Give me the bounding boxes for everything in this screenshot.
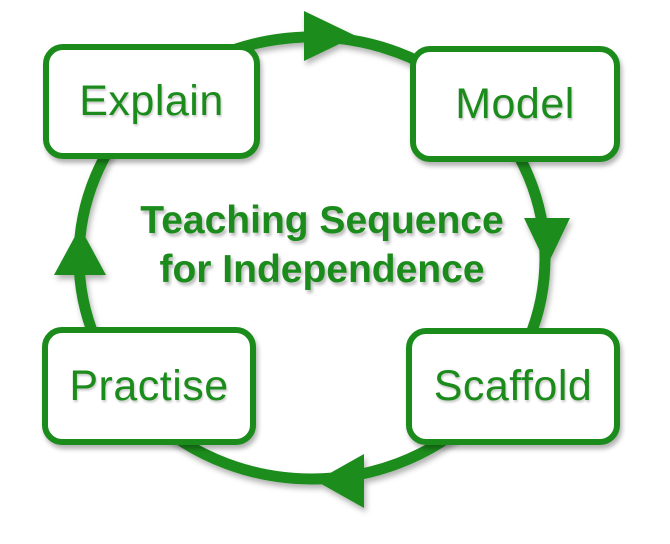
arrow-left-icon xyxy=(316,454,364,508)
node-model-label: Model xyxy=(455,79,575,128)
node-scaffold: Scaffold xyxy=(406,328,620,445)
node-practise-label: Practise xyxy=(69,361,229,410)
node-model: Model xyxy=(410,46,620,162)
arrow-up-icon xyxy=(54,227,106,275)
arrow-right-icon xyxy=(304,11,356,61)
node-explain: Explain xyxy=(43,44,260,159)
node-explain-label: Explain xyxy=(79,77,224,125)
node-scaffold-label: Scaffold xyxy=(433,362,593,410)
node-practise: Practise xyxy=(42,327,256,445)
diagram-title-line2: for Independence xyxy=(159,248,485,291)
diagram-title-line1: Teaching Sequence xyxy=(140,199,504,242)
diagram-title: Teaching Sequence for Independence xyxy=(92,196,552,294)
arrow-down-icon xyxy=(524,218,570,266)
